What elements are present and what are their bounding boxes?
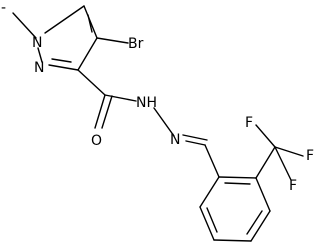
methyl-n1-bond (12, 12, 37, 39)
cf3-f-right-bond (274, 146, 304, 157)
methyl-label: - (1, 0, 6, 16)
n1-label: N (32, 35, 42, 51)
n-ch-bond (185, 140, 206, 146)
ring-cf3-bond (255, 146, 276, 179)
c4-br-bond (96, 37, 129, 44)
c2-c3-bond (255, 177, 271, 212)
c4-c3-bond (77, 37, 98, 71)
ch-c1-bond (204, 144, 220, 178)
c5-c4-bond (83, 5, 98, 39)
c1-c2-bond (218, 176, 257, 179)
carbonyl-o-double-bond (101, 95, 113, 129)
c3-c4-bond (250, 210, 271, 242)
c3-carbonyl-bond (77, 69, 106, 96)
c5-c4-double-bond (87, 14, 93, 33)
n-ch-double-bond (182, 134, 208, 141)
c3-c4-double-bond (246, 210, 263, 235)
n2-n1-bond (37, 47, 43, 63)
carbonyl-nh-bond (104, 94, 137, 102)
c3-n2-bond (48, 64, 79, 71)
c4-c5-bond (213, 239, 252, 242)
imine-nitrogen-label: N (170, 132, 180, 148)
c6-c1-bond (199, 176, 220, 208)
cf3-f-bottom-bond (274, 146, 292, 181)
c1-c2-double-bond (224, 182, 251, 185)
fluorine-right-label: F (306, 148, 314, 164)
amide-nh-label: NH (136, 95, 157, 111)
fluorine-bottom-label: F (289, 178, 297, 194)
n1-c5-bond (44, 5, 85, 34)
carbonyl-o-bond (94, 94, 106, 129)
cf3-f-top-bond (255, 124, 276, 148)
c5-c6-bond (199, 206, 215, 241)
nh-n-bond (153, 107, 175, 137)
fluorine-top-left-label: F (245, 115, 253, 131)
carbonyl-oxygen-label: O (91, 133, 102, 149)
n2-label: N (34, 60, 44, 76)
bromine-label: Br (128, 36, 144, 52)
c5-c6-double-bond (206, 207, 218, 233)
c3-n2-double-bond (51, 58, 72, 63)
